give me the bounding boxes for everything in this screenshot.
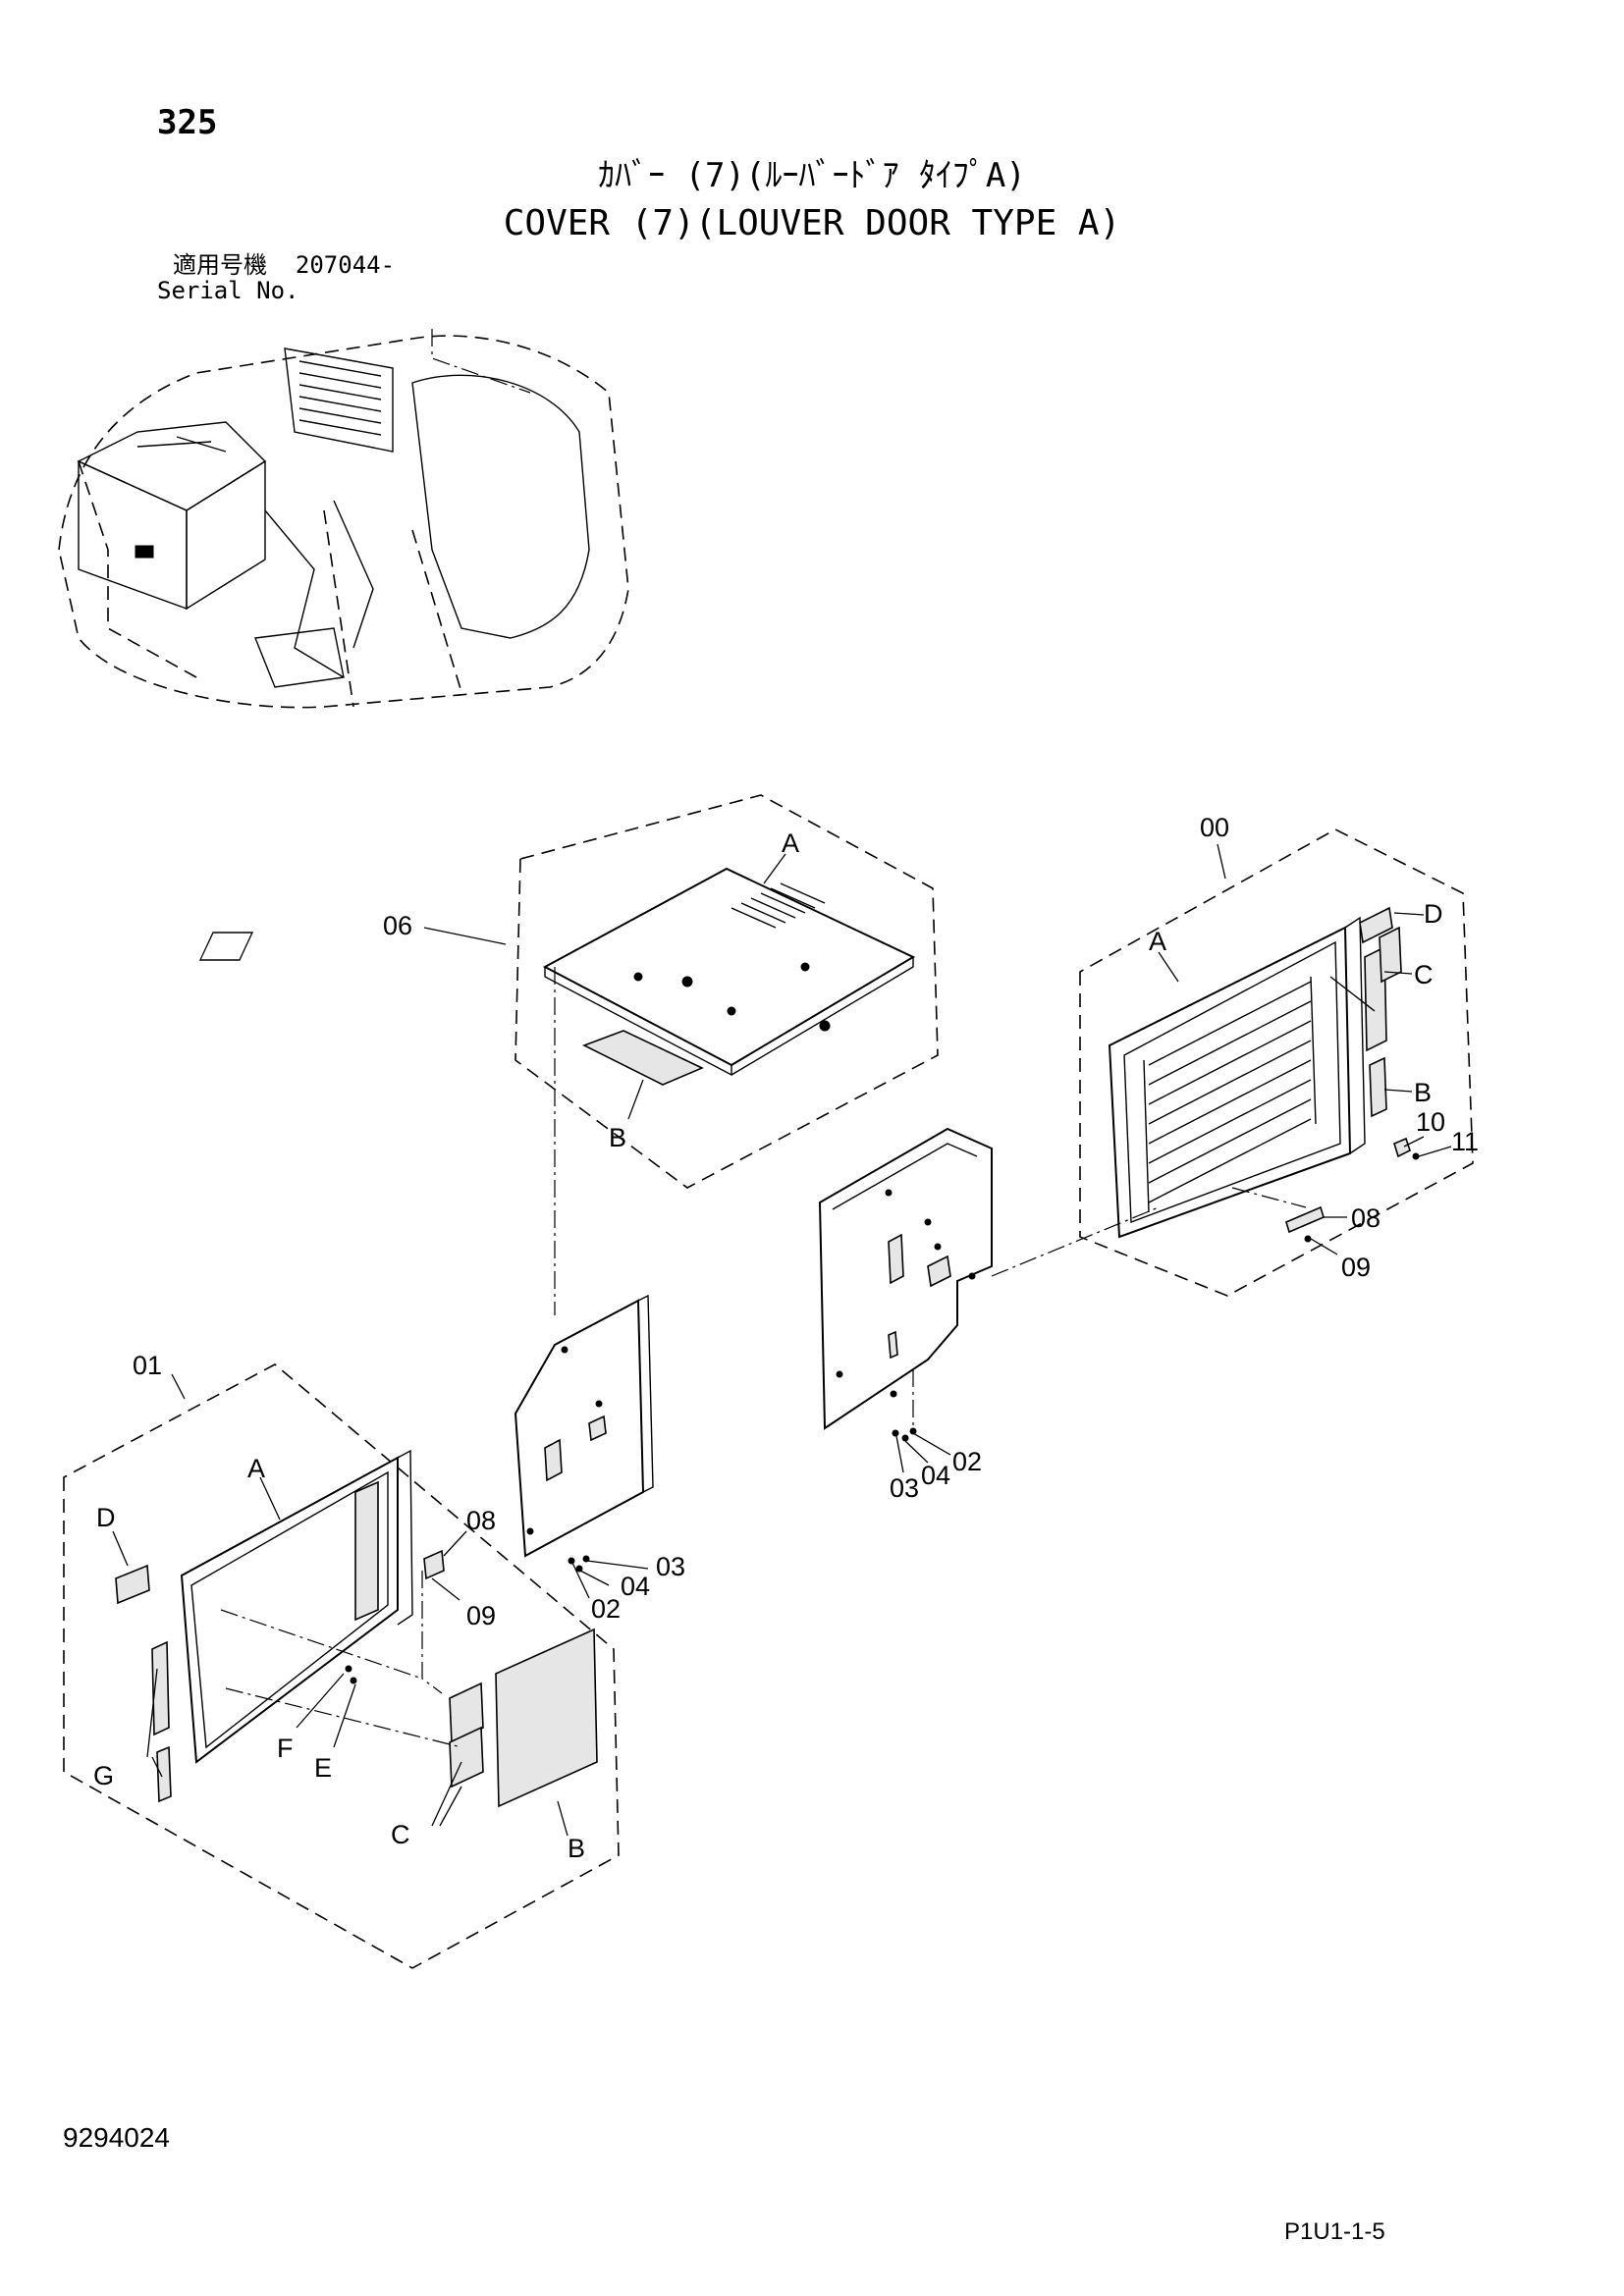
machine-overview-sketch	[58, 329, 629, 709]
callout-G-left: G	[93, 1761, 114, 1790]
callout-B-top: B	[609, 1123, 626, 1152]
callout-A-top: A	[782, 828, 799, 858]
callout-03-left: 03	[656, 1552, 685, 1581]
callout-00: 00	[1200, 813, 1229, 842]
callout-A-left: A	[247, 1454, 265, 1483]
callout-E-left: E	[314, 1753, 332, 1783]
callout-C-right: C	[1414, 960, 1434, 989]
callout-F-left: F	[277, 1734, 294, 1763]
callout-06: 06	[383, 911, 412, 940]
serial-value: 207044-	[295, 251, 396, 279]
inner-panel-right	[818, 1127, 993, 1473]
callout-01: 01	[133, 1351, 162, 1380]
callout-B-left: B	[568, 1834, 585, 1863]
callout-D-right: D	[1424, 899, 1443, 929]
callout-A-right: A	[1149, 927, 1166, 956]
group-00-louver-door	[991, 828, 1474, 1297]
callout-04-left: 04	[621, 1572, 650, 1601]
title-english: COVER (7)(LOUVER DOOR TYPE A)	[503, 203, 1121, 243]
group-06-top-panel	[198, 794, 939, 1315]
callout-D-left: D	[96, 1503, 116, 1532]
callout-02-left: 02	[591, 1594, 621, 1624]
louver-door-slats	[1143, 976, 1317, 1213]
serial-label-jp: 適用号機 207044-	[173, 253, 395, 277]
callout-04-right: 04	[921, 1461, 950, 1490]
document-number: 9294024	[63, 2122, 171, 2153]
callout-C-left: C	[391, 1820, 410, 1849]
top-panel-louver-slots	[731, 882, 826, 929]
callout-09-left: 09	[466, 1601, 496, 1630]
callout-08-right: 08	[1351, 1203, 1380, 1233]
callout-B-right: B	[1414, 1078, 1432, 1107]
serial-label-jp-text: 適用号機	[173, 251, 267, 279]
callout-10: 10	[1416, 1107, 1445, 1137]
callout-08-left: 08	[466, 1506, 496, 1535]
callout-labels: 00 06 A B A D C B 10 11 08 09 02 04 03 0…	[93, 813, 1479, 1863]
inner-panel-left	[421, 1294, 654, 1694]
serial-label-en: Serial No.	[157, 277, 299, 304]
title-japanese: ｶﾊﾞｰ (7)(ﾙｰﾊﾞｰﾄﾞｱ ﾀｲﾌﾟA)	[598, 156, 1026, 195]
callout-11: 11	[1451, 1127, 1479, 1156]
page-number: 325	[157, 103, 218, 142]
callout-09-right: 09	[1341, 1253, 1371, 1282]
drawing-code: P1U1-1-5	[1284, 2218, 1385, 2245]
callout-03-right: 03	[890, 1473, 919, 1503]
group-01-left-door	[63, 1363, 620, 1969]
callout-02-right: 02	[952, 1447, 982, 1476]
